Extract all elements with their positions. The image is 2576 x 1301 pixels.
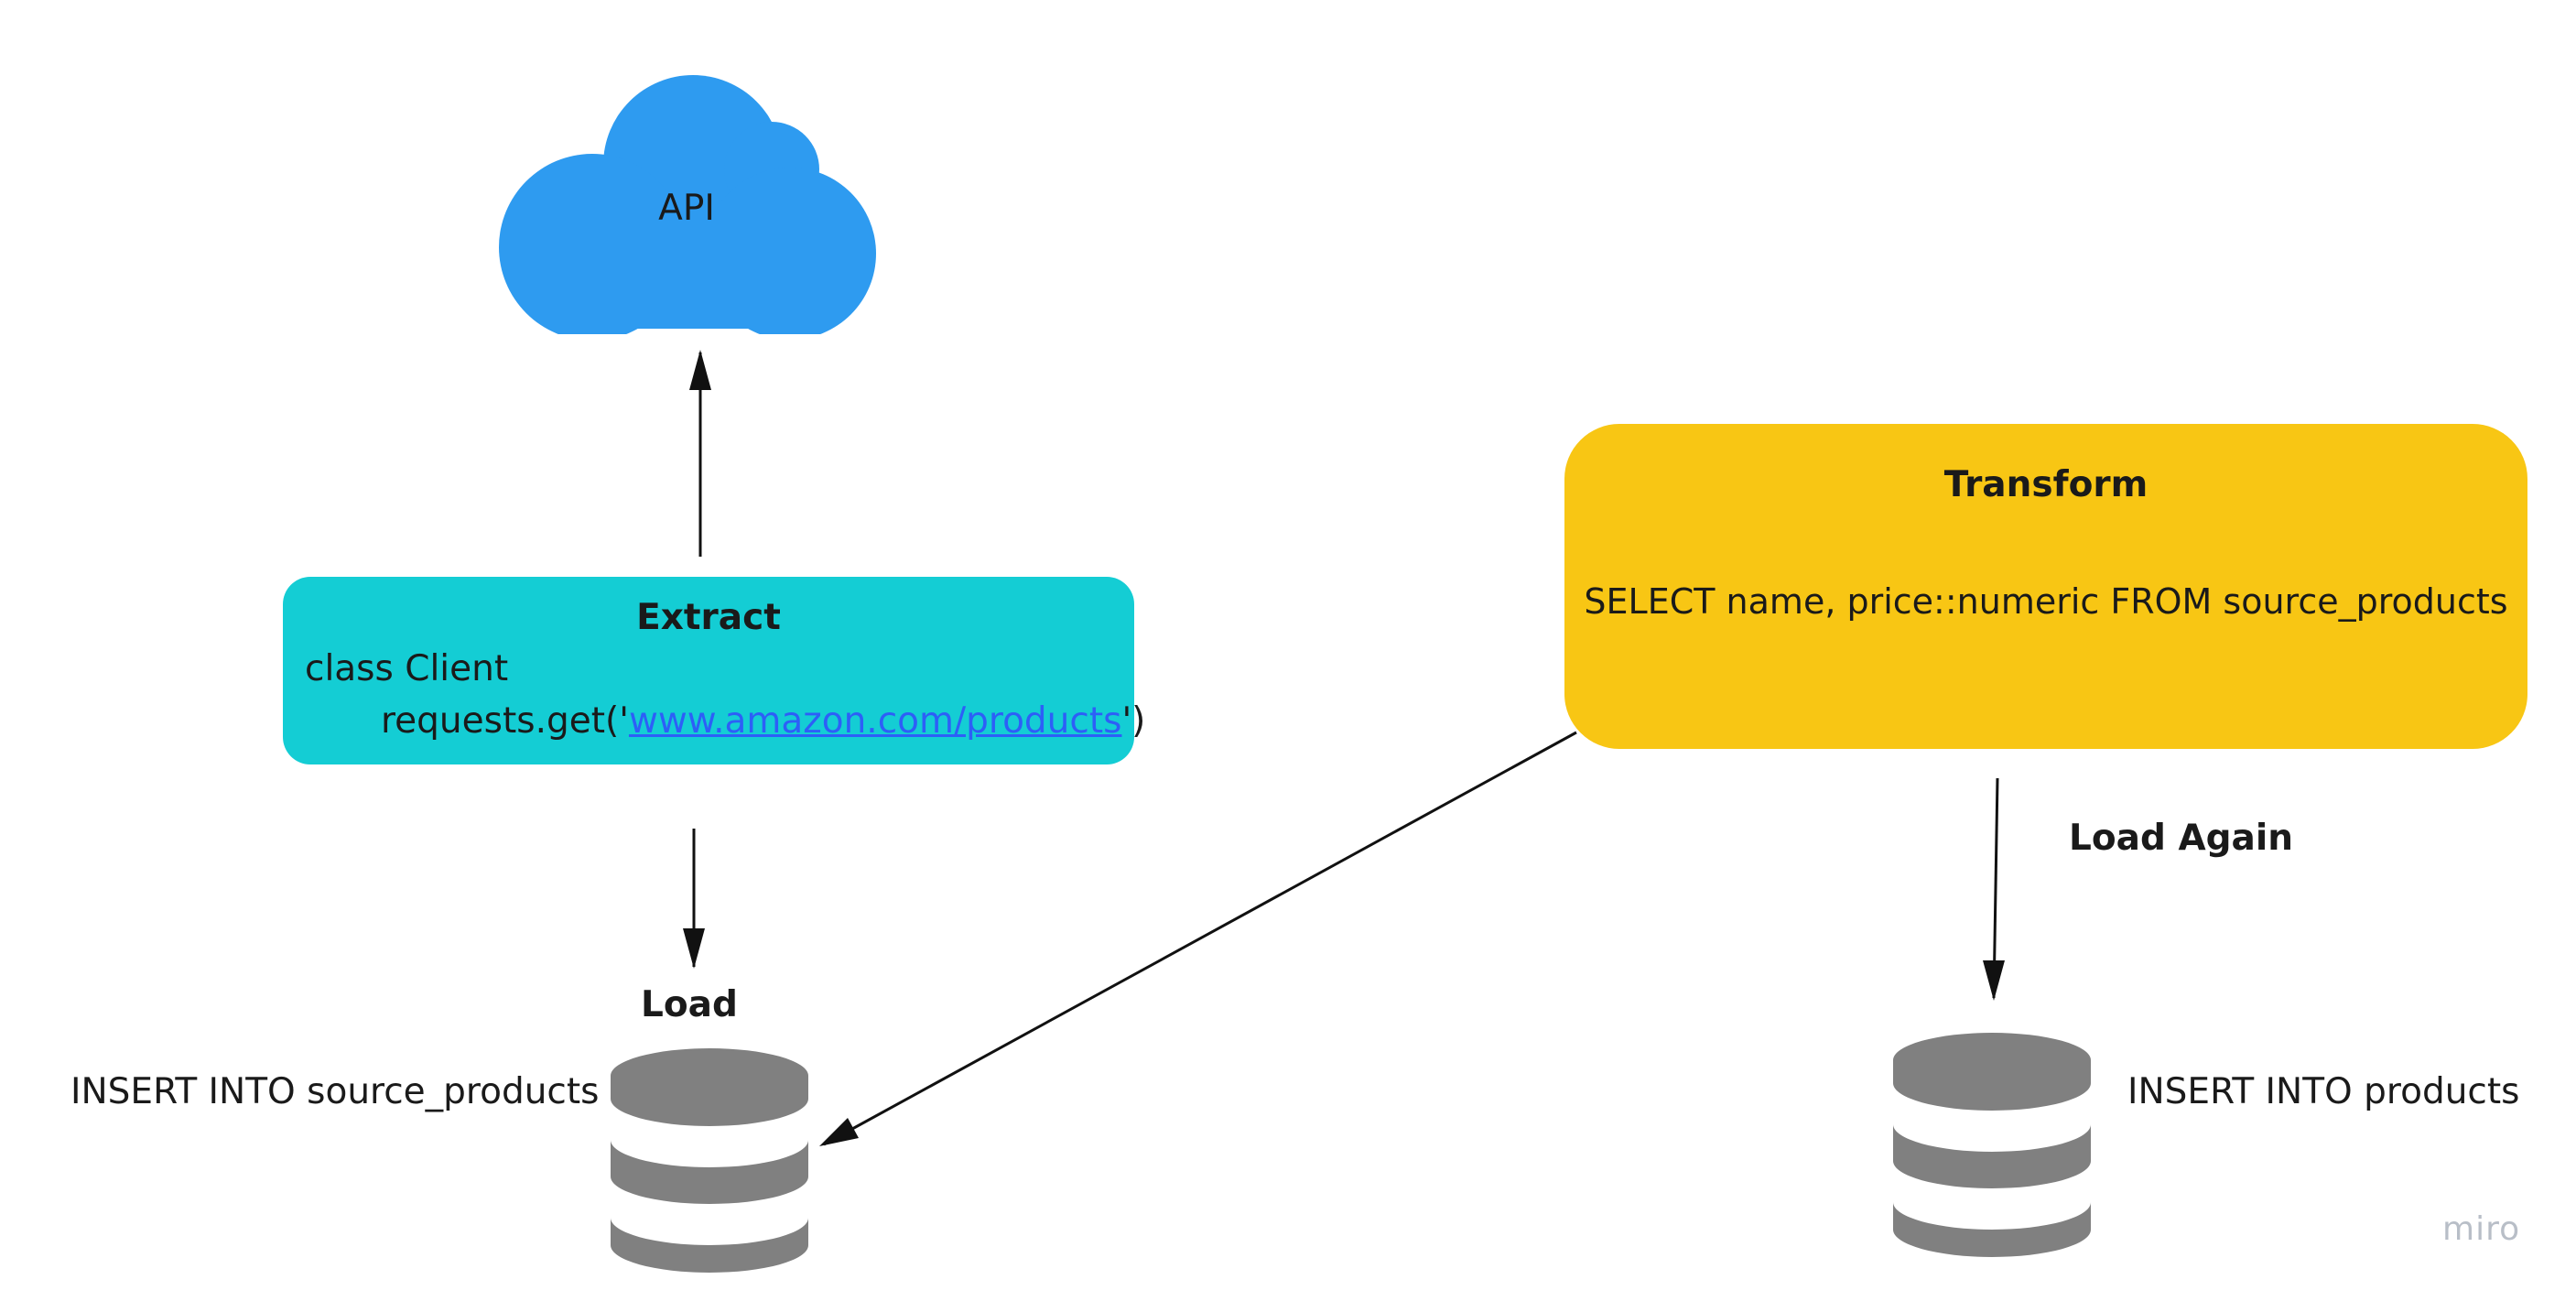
- arrowhead-transform-load: [819, 1118, 859, 1146]
- extract-code-line-1: class Client: [305, 648, 509, 689]
- miro-watermark: miro: [2442, 1210, 2521, 1248]
- cloud-icon: [499, 75, 876, 334]
- load-again-title: Load Again: [2069, 818, 2294, 859]
- transform-query: SELECT name, price::numeric FROM source_…: [1584, 581, 2508, 622]
- transform-node[interactable]: Transform SELECT name, price::numeric FR…: [1564, 424, 2527, 749]
- extract-node[interactable]: Extract class Client requests.get('www.a…: [283, 577, 1145, 764]
- arrowhead-api: [689, 350, 711, 390]
- database-icon-source[interactable]: [609, 1048, 810, 1277]
- arrowhead-load: [683, 928, 705, 969]
- load-query: INSERT INTO source_products: [70, 1071, 600, 1112]
- extract-code-line-2: requests.get('www.amazon.com/products'): [381, 700, 1145, 742]
- extract-url-link[interactable]: www.amazon.com/products: [628, 700, 1122, 742]
- extract-title: Extract: [636, 597, 781, 638]
- edge-transform-to-load: [823, 731, 1577, 1146]
- arrowhead-load-again: [1983, 960, 2005, 1001]
- extract-code-prefix: requests.get(': [381, 700, 629, 742]
- api-label: API: [658, 188, 715, 229]
- load-again-query: INSERT INTO products: [2127, 1071, 2520, 1112]
- database-icon-products[interactable]: [1891, 1033, 2093, 1262]
- load-title: Load: [641, 984, 738, 1025]
- extract-code-suffix: '): [1121, 700, 1146, 742]
- transform-title: Transform: [1943, 464, 2148, 505]
